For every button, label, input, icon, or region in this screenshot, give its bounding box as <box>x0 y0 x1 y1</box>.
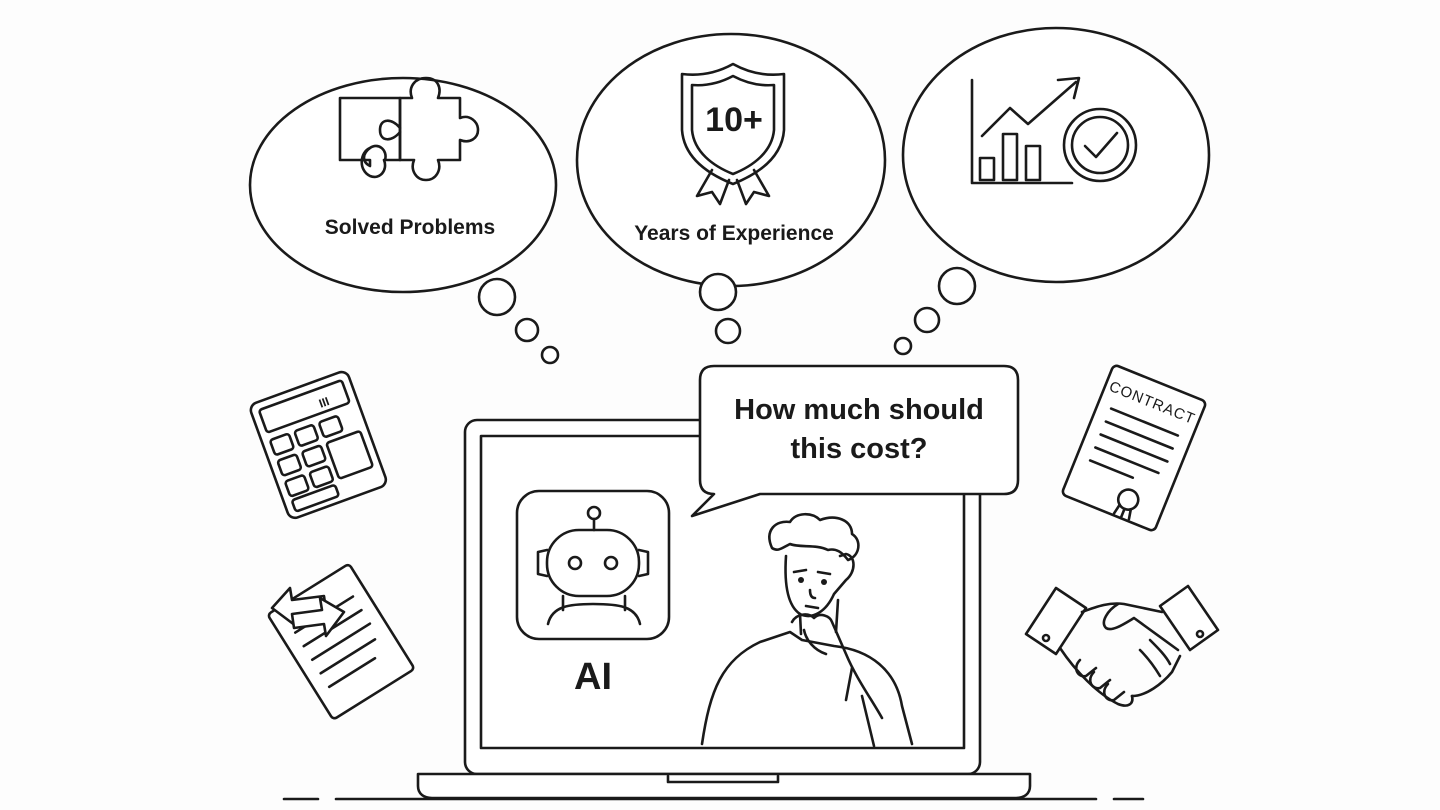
thought-bubble-growth <box>893 26 1211 356</box>
contract-icon: CONTRACT <box>1061 364 1207 532</box>
robot-icon <box>536 505 650 626</box>
thought-bubble-solved-problems: Solved Problems <box>248 76 560 365</box>
puzzle-icon <box>338 76 480 182</box>
handshake-icon <box>1024 584 1220 707</box>
years-of-experience-label: Years of Experience <box>634 222 834 245</box>
speech-line-1: How much should <box>734 394 984 426</box>
document-transfer-icon <box>267 563 415 720</box>
shield-badge-icon <box>680 62 786 206</box>
speech-bubble: How much should this cost? <box>690 364 1020 518</box>
ai-assistant: AI <box>515 489 671 698</box>
growth-chart-check-icon <box>970 76 1138 185</box>
thought-bubble-experience: 10+ Years of Experience <box>575 32 887 345</box>
calculator-icon: III <box>249 370 388 520</box>
ai-label: AI <box>574 656 612 698</box>
experience-badge-number: 10+ <box>705 101 763 139</box>
calculator-display: III <box>317 394 331 411</box>
thinking-person <box>700 512 914 748</box>
solved-problems-label: Solved Problems <box>325 216 495 239</box>
speech-line-2: this cost? <box>791 433 928 465</box>
